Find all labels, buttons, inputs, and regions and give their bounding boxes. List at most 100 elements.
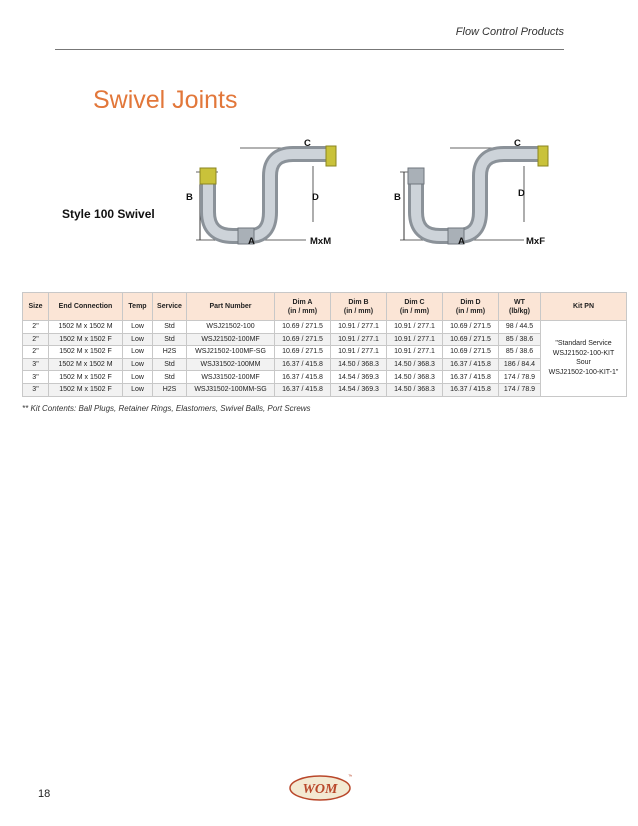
table-cell: 16.37 / 415.8	[274, 357, 331, 372]
dim-d-label: D	[518, 188, 525, 199]
table-cell: 10.69 / 271.5	[442, 320, 499, 334]
kit-contents-footnote: ** Kit Contents: Ball Plugs, Retainer Ri…	[22, 404, 311, 413]
column-header: Size	[22, 292, 49, 321]
table-cell: 16.37 / 415.8	[274, 370, 331, 384]
table-cell: 14.54 / 369.3	[330, 382, 387, 397]
table-cell: 174 / 78.9	[498, 370, 541, 384]
dim-b-label: B	[394, 192, 401, 203]
header-divider	[55, 49, 564, 50]
dim-b-label: B	[186, 192, 193, 203]
table-cell: 10.91 / 277.1	[386, 345, 443, 359]
table-cell: 85 / 38.6	[498, 332, 541, 347]
table-cell: Std	[152, 332, 187, 347]
column-header: Dim C(in / mm)	[386, 292, 443, 321]
table-cell: 3"	[22, 382, 49, 397]
table-cell: 3"	[22, 370, 49, 384]
table-cell: Low	[122, 382, 153, 397]
table-cell: 14.50 / 368.3	[330, 357, 387, 372]
table-cell: 2"	[22, 345, 49, 359]
column-header: Temp	[122, 292, 153, 321]
table-cell: WSJ21502-100MF	[186, 332, 275, 347]
table-cell: 3"	[22, 357, 49, 372]
table-cell: 14.50 / 368.3	[386, 382, 443, 397]
table-cell: 10.91 / 277.1	[330, 332, 387, 347]
table-cell: 16.37 / 415.8	[274, 382, 331, 397]
table-cell: WSJ21502-100MF-SG	[186, 345, 275, 359]
table-cell: 14.50 / 368.3	[386, 370, 443, 384]
table-cell: 14.50 / 368.3	[386, 357, 443, 372]
table-cell: 1502 M x 1502 M	[48, 320, 123, 334]
table-cell: WSJ21502-100	[186, 320, 275, 334]
table-cell: WSJ31502-100MM	[186, 357, 275, 372]
column-header: End Connection	[48, 292, 123, 321]
column-header: Kit PN	[540, 292, 627, 321]
table-cell: H2S	[152, 382, 187, 397]
table-cell: 174 / 78.9	[498, 382, 541, 397]
dim-a-label: A	[248, 236, 255, 247]
table-cell: 10.69 / 271.5	[442, 332, 499, 347]
column-header: Part Number	[186, 292, 275, 321]
table-cell: Std	[152, 320, 187, 334]
table-cell: 1502 M x 1502 M	[48, 357, 123, 372]
page-number: 18	[38, 788, 51, 800]
logo-trademark: ™	[348, 774, 352, 780]
swivel-figure-mxf: B A C D MxF	[392, 132, 552, 247]
column-header: WT(lb/kg)	[498, 292, 541, 321]
header-section-title: Flow Control Products	[455, 26, 564, 38]
table-cell: 2"	[22, 320, 49, 334]
table-cell: 10.91 / 277.1	[330, 320, 387, 334]
table-cell: 10.91 / 277.1	[386, 320, 443, 334]
table-cell: Low	[122, 357, 153, 372]
table-cell: Low	[122, 320, 153, 334]
figure-label-mxm: MxM	[310, 236, 332, 247]
table-cell: Std	[152, 370, 187, 384]
wom-logo: WOM ™	[288, 772, 353, 807]
style-label: Style 100 Swivel	[62, 207, 155, 221]
table-cell: 16.37 / 415.8	[442, 382, 499, 397]
figure-label-mxf: MxF	[526, 236, 545, 247]
dim-c-label: C	[514, 138, 521, 149]
table-cell: 10.69 / 271.5	[442, 345, 499, 359]
table-cell: 1502 M x 1502 F	[48, 382, 123, 397]
table-cell: 16.37 / 415.8	[442, 370, 499, 384]
table-cell: 98 / 44.5	[498, 320, 541, 334]
table-cell: WSJ31502-100MM-SG	[186, 382, 275, 397]
table-cell: 10.91 / 277.1	[330, 345, 387, 359]
swivel-figure-mxm: B A C D MxM	[178, 132, 338, 247]
table-cell: 10.69 / 271.5	[274, 320, 331, 334]
table-cell: 2"	[22, 332, 49, 347]
dim-c-label: C	[304, 138, 311, 149]
column-header: Dim A(in / mm)	[274, 292, 331, 321]
table-cell: Low	[122, 345, 153, 359]
table-cell: Low	[122, 332, 153, 347]
table-cell: 85 / 38.6	[498, 345, 541, 359]
table-cell: Low	[122, 370, 153, 384]
column-header: Dim B(in / mm)	[330, 292, 387, 321]
table-cell: 1502 M x 1502 F	[48, 370, 123, 384]
table-cell: WSJ31502-100MF	[186, 370, 275, 384]
table-cell: 10.69 / 271.5	[274, 332, 331, 347]
table-cell: Std	[152, 357, 187, 372]
column-header: Service	[152, 292, 187, 321]
table-cell: 16.37 / 415.8	[442, 357, 499, 372]
table-cell: 1502 M x 1502 F	[48, 345, 123, 359]
dim-d-label: D	[312, 192, 319, 203]
table-cell: 1502 M x 1502 F	[48, 332, 123, 347]
logo-text: WOM	[302, 782, 338, 797]
table-cell: 186 / 84.4	[498, 357, 541, 372]
table-cell: 10.69 / 271.5	[274, 345, 331, 359]
page-title: Swivel Joints	[93, 86, 238, 114]
column-header: Dim D(in / mm)	[442, 292, 499, 321]
dim-a-label: A	[458, 236, 465, 247]
table-cell: 14.54 / 369.3	[330, 370, 387, 384]
table-cell: H2S	[152, 345, 187, 359]
